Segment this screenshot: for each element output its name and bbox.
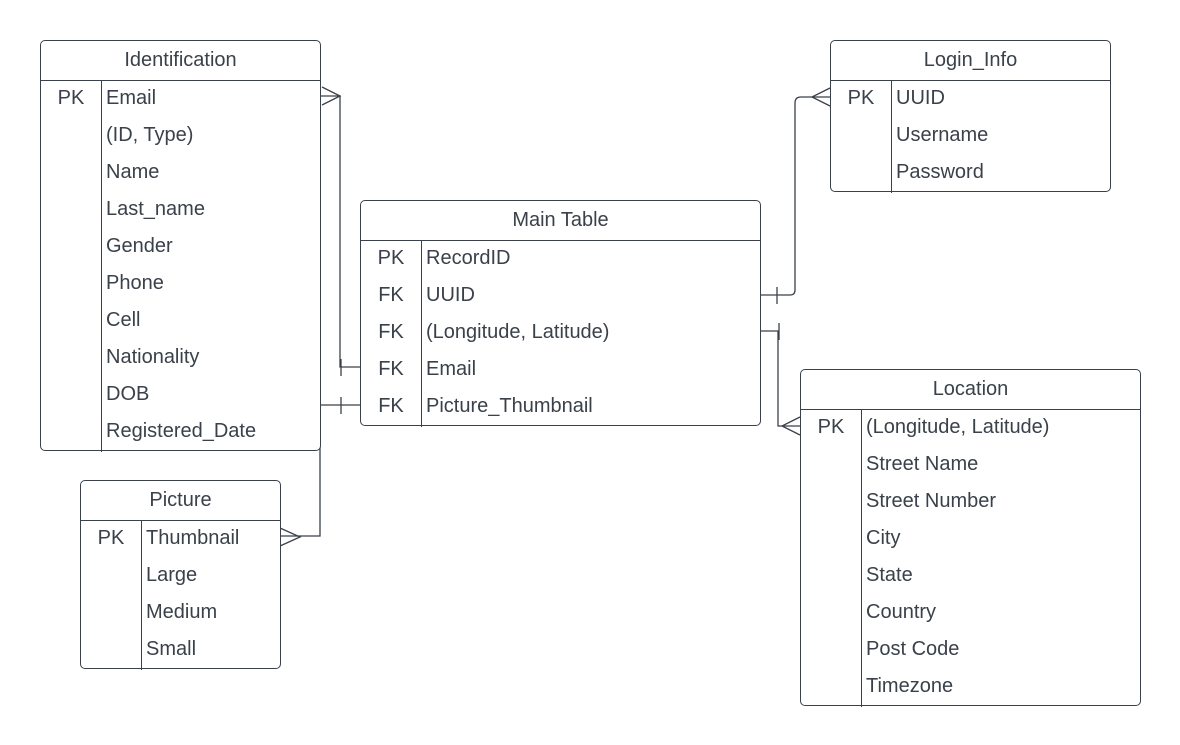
entity-row: Street Name (801, 447, 1140, 484)
field-name: Timezone (866, 675, 954, 697)
field-name: (ID, Type) (106, 124, 194, 146)
entity-row: Country (801, 595, 1140, 632)
field-name: Username (896, 124, 989, 146)
entity-row: DOB (41, 377, 320, 414)
field-name: State (866, 564, 913, 586)
field-name: Gender (106, 235, 173, 257)
key-label: FK (378, 321, 404, 343)
key-label: PK (847, 87, 875, 109)
key-label: FK (378, 358, 404, 380)
entity-row: Last_name (41, 192, 320, 229)
entity-row: City (801, 521, 1140, 558)
entity-row: Cell (41, 303, 320, 340)
field-name: Street Number (866, 490, 997, 512)
entity-row: Phone (41, 266, 320, 303)
entity-row: Gender (41, 229, 320, 266)
relationship-main-coords-to-location (760, 323, 801, 436)
field-name: Large (146, 564, 198, 586)
entity-row: PK Thumbnail (81, 521, 280, 558)
entity-title: Picture (81, 481, 280, 521)
entity-row: PK UUID (831, 81, 1110, 118)
entity-fields: PK UUID Username Password (831, 81, 1110, 193)
field-name: Small (146, 638, 197, 660)
field-name: Last_name (106, 198, 205, 220)
field-name: Post Code (866, 638, 960, 660)
field-name: UUID (426, 284, 475, 306)
field-name: DOB (106, 383, 150, 405)
entity-row: Password (831, 155, 1110, 192)
field-name: Country (866, 601, 937, 623)
relationship-main-email-to-identification (320, 86, 360, 376)
entity-fields: PK RecordID FK UUID FK (Longitude, Latitude… (361, 241, 760, 427)
entity-row: Small (81, 632, 280, 669)
entity-row: PK (Longitude, Latitude) (801, 410, 1140, 447)
entity-row: (ID, Type) (41, 118, 320, 155)
field-name: Thumbnail (146, 527, 240, 549)
field-name: Cell (106, 309, 141, 331)
entity-row: PK Email (41, 81, 320, 118)
key-label: PK (57, 87, 85, 109)
entity-row: Timezone (801, 669, 1140, 706)
entity-row: Nationality (41, 340, 320, 377)
entity-title: Login_Info (831, 41, 1110, 81)
entity-row: FK UUID (361, 278, 760, 315)
field-name: Registered_Date (106, 420, 257, 442)
key-column-divider (891, 81, 892, 193)
relationship-main-uuid-to-login (760, 87, 831, 304)
key-label: FK (378, 284, 404, 306)
entity-row: Name (41, 155, 320, 192)
key-column-divider (861, 410, 862, 707)
entity-row: FK Email (361, 352, 760, 389)
entity-row: Medium (81, 595, 280, 632)
field-name: City (866, 527, 901, 549)
key-column-divider (141, 521, 142, 670)
entity-fields: PK (Longitude, Latitude) Street Name Stre… (801, 410, 1140, 707)
field-name: Name (106, 161, 160, 183)
entity-title: Location (801, 370, 1140, 410)
field-name: UUID (896, 87, 945, 109)
entity-row: Street Number (801, 484, 1140, 521)
entity-login-info[interactable]: Login_Info PK UUID Username Password (830, 40, 1111, 193)
field-name: Street Name (866, 453, 979, 475)
entity-row: PK RecordID (361, 241, 760, 278)
entity-row: FK Picture_Thumbnail (361, 389, 760, 426)
entity-location[interactable]: Location PK (Longitude, Latitude) Street … (800, 369, 1141, 707)
key-column-divider (421, 241, 422, 427)
entity-picture[interactable]: Picture PK Thumbnail Large Medium Small (80, 480, 281, 670)
field-name: RecordID (426, 247, 511, 269)
key-label: PK (377, 247, 405, 269)
entity-identification[interactable]: Identification PK Email (ID, Type) Name L… (40, 40, 321, 452)
field-name: Email (426, 358, 477, 380)
key-label: PK (97, 527, 125, 549)
field-name: Password (896, 161, 984, 183)
entity-fields: PK Email (ID, Type) Name Last_name Gender… (41, 81, 320, 452)
key-label: PK (817, 416, 845, 438)
entity-row: Username (831, 118, 1110, 155)
key-column-divider (101, 81, 102, 452)
entity-row: FK (Longitude, Latitude) (361, 315, 760, 352)
entity-fields: PK Thumbnail Large Medium Small (81, 521, 280, 670)
entity-title: Identification (41, 41, 320, 81)
field-name: Picture_Thumbnail (426, 395, 593, 417)
entity-row: Post Code (801, 632, 1140, 669)
field-name: Nationality (106, 346, 200, 368)
field-name: Phone (106, 272, 164, 294)
entity-row: State (801, 558, 1140, 595)
field-name: Email (106, 87, 157, 109)
field-name: (Longitude, Latitude) (866, 416, 1050, 438)
relationship-main-thumbnail-to-picture (279, 397, 360, 547)
entity-row: Large (81, 558, 280, 595)
field-name: (Longitude, Latitude) (426, 321, 610, 343)
entity-row: Registered_Date (41, 414, 320, 451)
entity-main-table[interactable]: Main Table PK RecordID FK UUID FK (Longitud… (360, 200, 761, 427)
field-name: Medium (146, 601, 218, 623)
entity-title: Main Table (361, 201, 760, 241)
key-label: FK (378, 395, 404, 417)
